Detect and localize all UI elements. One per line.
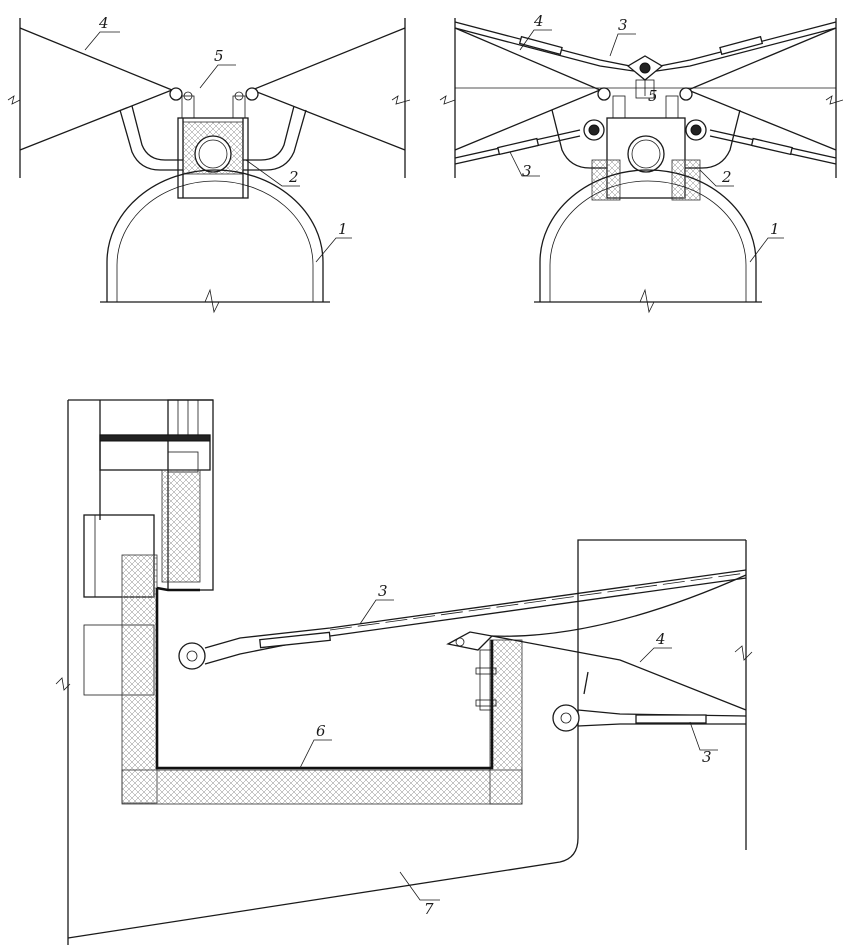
callout-4: 4 (655, 630, 666, 648)
callout-6: 6 (316, 722, 326, 740)
concrete-structure (67, 539, 746, 939)
callout-3-upper: 3 (378, 582, 388, 600)
detail-1-membrane-joint: 4 5 2 1 (7, 14, 411, 314)
callout-5: 5 (648, 87, 658, 105)
membrane-right (250, 27, 406, 151)
drain-pipe-circle (194, 135, 232, 173)
callout-3-lower: 3 (702, 748, 712, 766)
callout-2: 2 (721, 168, 732, 186)
callout-4: 4 (98, 14, 109, 32)
gutter-left (119, 109, 183, 171)
callout-2: 2 (288, 168, 299, 186)
callout-4: 4 (533, 12, 544, 30)
arch-support (106, 169, 324, 302)
callout-7: 7 (424, 900, 434, 918)
membrane-left (19, 27, 174, 151)
detail-3-edge-gutter-section: 3 4 3 6 7 (55, 399, 753, 945)
callout-5: 5 (214, 47, 224, 65)
callout-1: 1 (338, 220, 348, 238)
detail-2-membrane-joint-with-cables: 4 3 5 3 2 1 (439, 12, 843, 314)
callout-3-top: 3 (618, 16, 628, 34)
gutter-right (243, 109, 307, 171)
callout-1: 1 (770, 220, 780, 238)
callout-3-bottom: 3 (522, 162, 532, 180)
